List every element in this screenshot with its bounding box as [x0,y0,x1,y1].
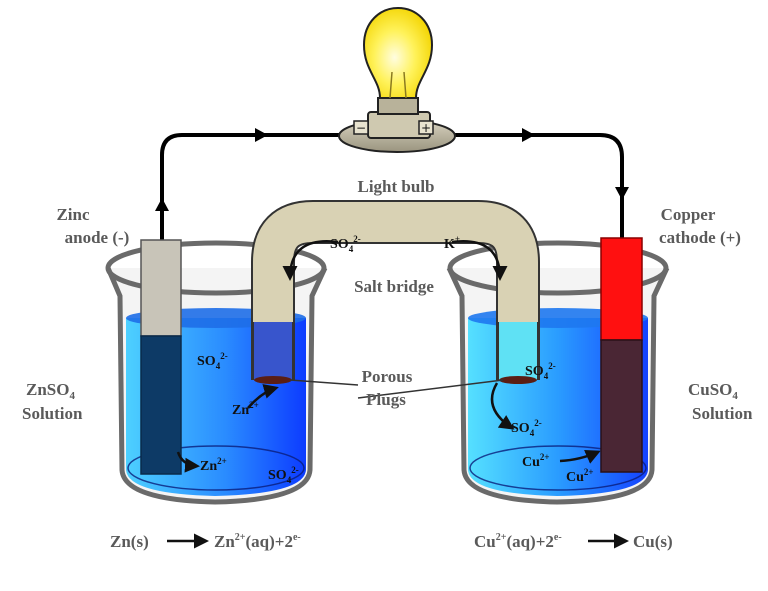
anode-reactant: Zn(s) [110,532,149,551]
zinc-label: Zinc [56,205,90,224]
ion-flow-arrows [176,382,601,473]
wire-arrow-right-icon [522,128,535,142]
anode-label: anode (-) [65,228,130,247]
porous-plug-right [499,376,537,384]
cathode-label: cathode (+) [659,228,741,247]
cathode-product: Cu(s) [633,532,673,551]
ion-k-bridge: K+ [444,234,460,252]
znso4-solution-label: Solution [22,404,83,423]
external-wire [155,128,629,240]
ion-so4-right-top: SO42- [525,361,556,381]
light-bulb-icon: − + [338,6,456,153]
ion-cu-electrode: Cu2+ [566,467,594,485]
porous-plugs-pointers [289,379,504,399]
ion-so4-bridge: SO42- [330,234,361,254]
ion-cu-right: Cu2+ [522,452,550,470]
copper-label: Copper [661,205,716,224]
znso4-label: ZnSO4 [26,380,75,402]
porous-label: Porous [362,367,413,386]
anode-product: Zn2+(aq)+2e- [214,532,301,551]
cathode-reactant: Cu2+(aq)+2e- [474,532,562,551]
svg-text:−: − [356,121,366,135]
cuso4-solution-label: Solution [692,404,753,423]
svg-text:+: + [421,121,431,135]
porous-plug-left [254,376,292,384]
anode-half-reaction: Zn(s) Zn2+(aq)+2e- [110,532,301,551]
cathode-half-reaction: Cu2+(aq)+2e- Cu(s) [474,532,673,551]
ion-so4-right-mid: SO42- [511,418,542,438]
ion-so4-left-top: SO42- [197,351,228,371]
wire-arrow-down-icon [615,187,629,200]
zinc-electrode [140,239,182,475]
plugs-label: Plugs [366,390,406,409]
wire-arrow-up-icon [155,198,169,211]
salt-bridge-tube [251,200,540,384]
salt-bridge-label: Salt bridge [354,277,434,296]
copper-electrode [600,237,643,473]
ion-zn-electrode: Zn2+ [200,456,227,474]
light-bulb-label: Light bulb [357,177,434,196]
cuso4-label: CuSO4 [688,380,738,402]
wire-arrow-right-icon [255,128,268,142]
ion-zn-left: Zn2+ [232,400,259,418]
ion-so4-left-bottom: SO42- [268,465,299,485]
